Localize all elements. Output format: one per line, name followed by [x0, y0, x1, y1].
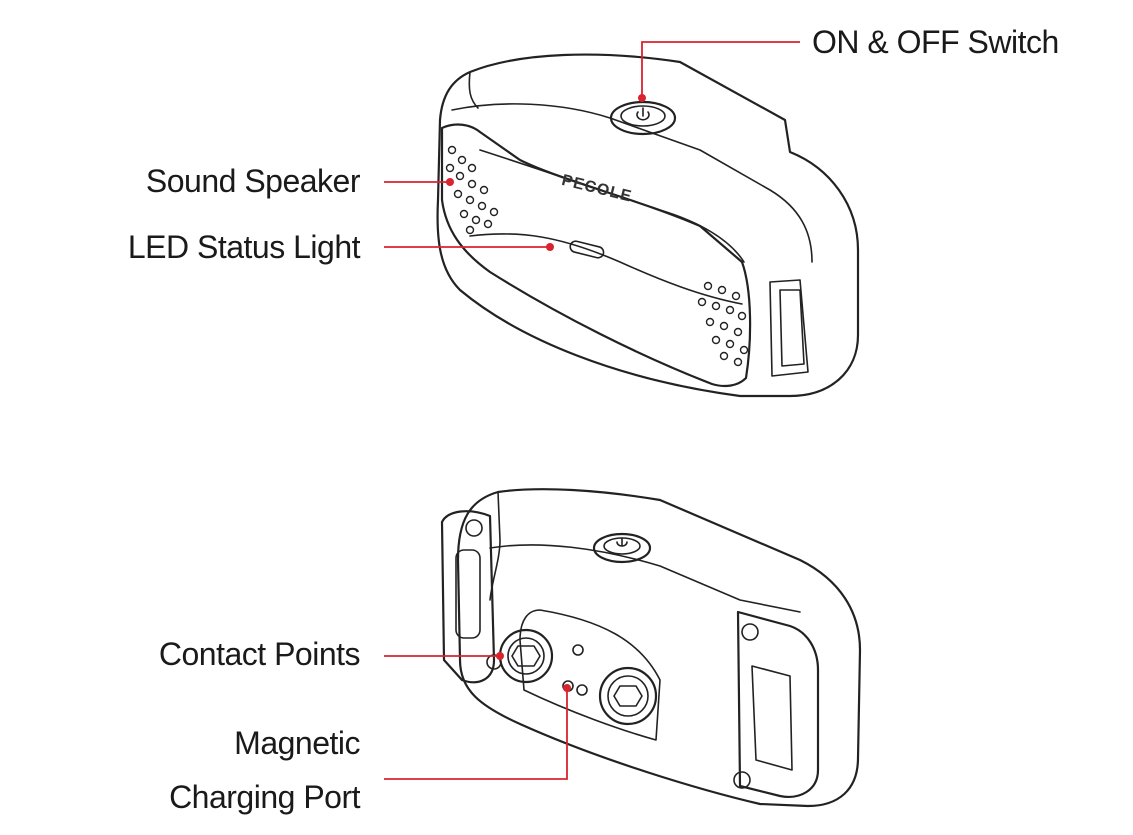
contact-point-right: [598, 666, 658, 726]
charging-pin: [572, 644, 584, 656]
collar-receiver-front-view: PECOLE: [436, 53, 860, 398]
leader-charging: [384, 684, 571, 780]
label-magnetic: Magnetic: [234, 725, 360, 761]
leader-led: [384, 243, 554, 251]
leader-contact: [384, 652, 504, 660]
power-icon: [616, 537, 628, 547]
leader-speaker: [384, 178, 454, 186]
charging-pin: [576, 684, 588, 696]
speaker-grille-right: [697, 281, 749, 367]
label-sound-speaker: Sound Speaker: [145, 163, 361, 199]
brand-logo: PECOLE: [560, 172, 634, 206]
label-led-status-light: LED Status Light: [127, 229, 361, 265]
speaker-grille-left: [445, 145, 499, 235]
led-slot: [569, 240, 605, 259]
label-contact-points: Contact Points: [158, 636, 361, 672]
power-icon: [636, 107, 650, 121]
label-on-off-switch: ON & OFF Switch: [812, 24, 1059, 60]
leader-on-off: [638, 41, 800, 102]
collar-receiver-back-view: [440, 488, 862, 808]
contact-point-left: [498, 628, 554, 684]
label-charging-port: Charging Port: [169, 779, 360, 815]
